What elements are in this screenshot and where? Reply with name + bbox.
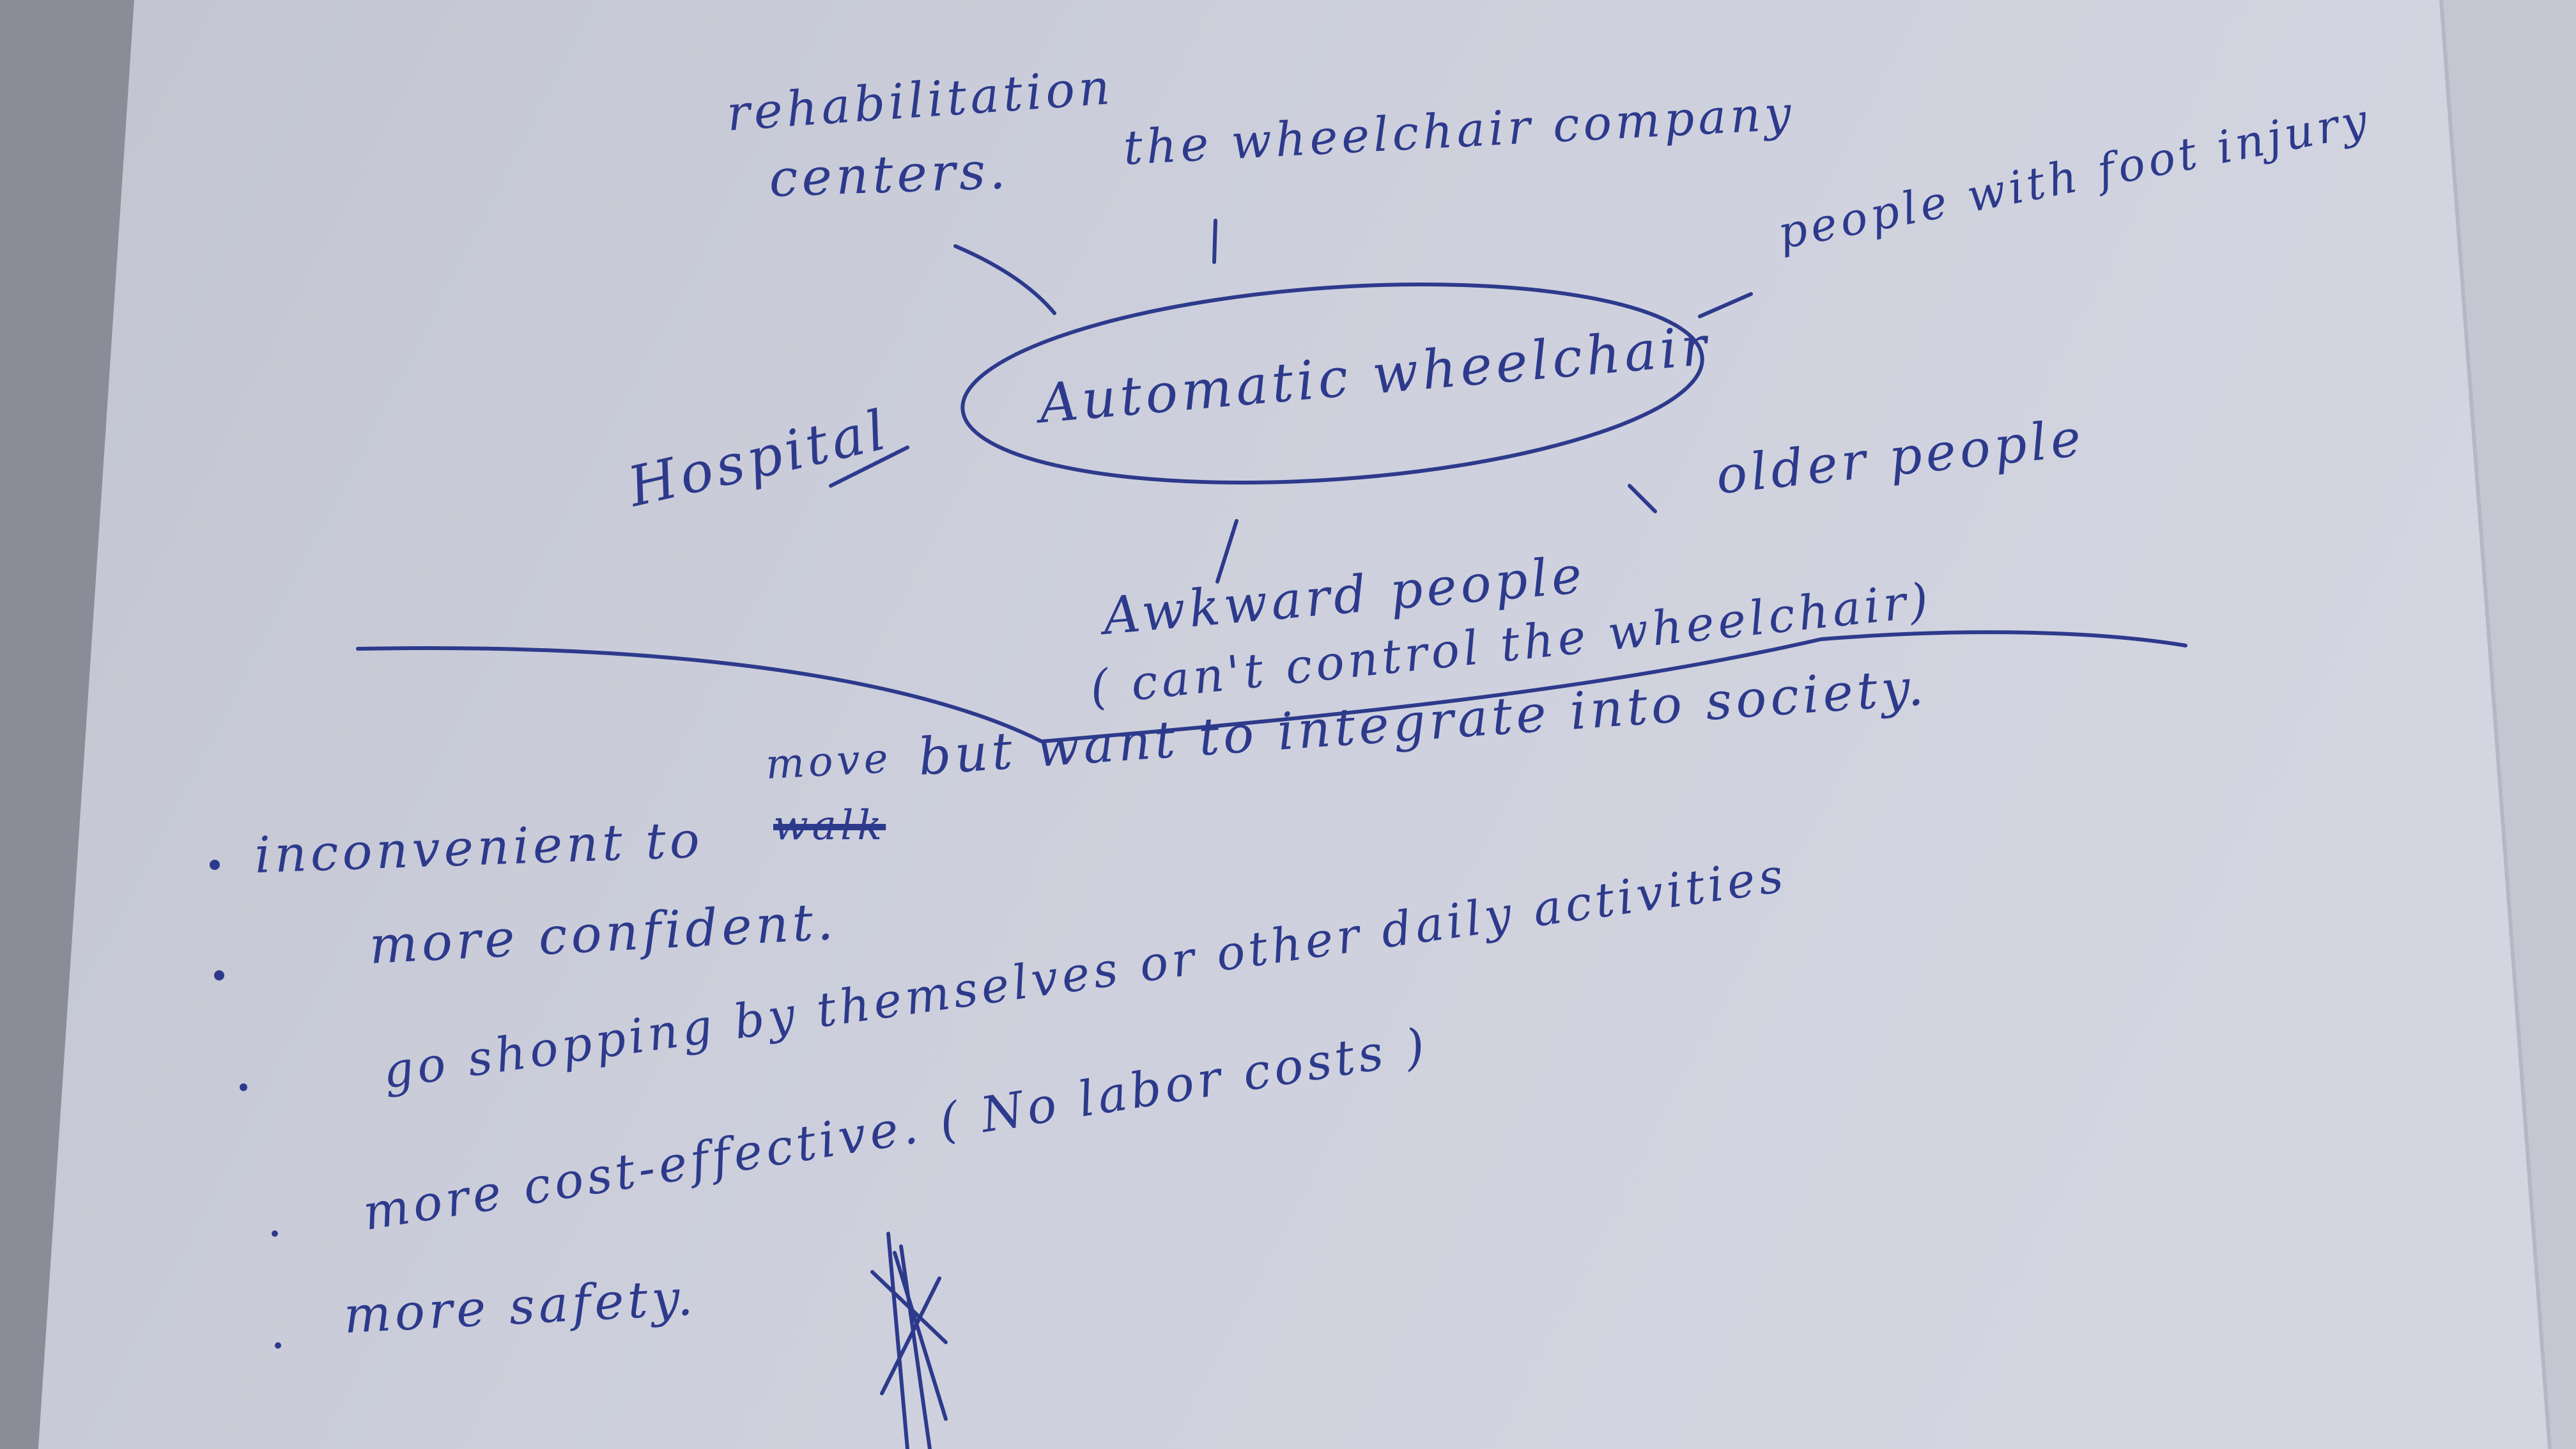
bullet-5 (275, 1342, 281, 1349)
branch-centers: centers. (767, 140, 1010, 208)
note-struck-walk: walk (773, 802, 886, 849)
connector-hospital (829, 446, 909, 488)
ink-scribble (870, 1232, 948, 1449)
note-inserted-move: move (764, 734, 893, 789)
connector-foot-injury (1698, 292, 1753, 318)
connector-awkward (1215, 519, 1238, 584)
ink-strokes (356, 219, 2187, 1449)
divider-curve (356, 630, 2187, 744)
paper-surface (38, 0, 2550, 1449)
note-inconvenient: inconvenient to (254, 811, 705, 885)
bullet-3 (240, 1083, 247, 1091)
connector-rehab (953, 244, 1056, 315)
connector-company (1212, 219, 1217, 264)
page-shadow (0, 0, 134, 1449)
connector-older (1628, 484, 1657, 513)
bullet-1 (210, 860, 220, 870)
bullet-2 (214, 970, 224, 980)
paper-edge (2441, 0, 2576, 1449)
center-ellipse (960, 282, 1704, 485)
bullet-4 (272, 1230, 278, 1237)
